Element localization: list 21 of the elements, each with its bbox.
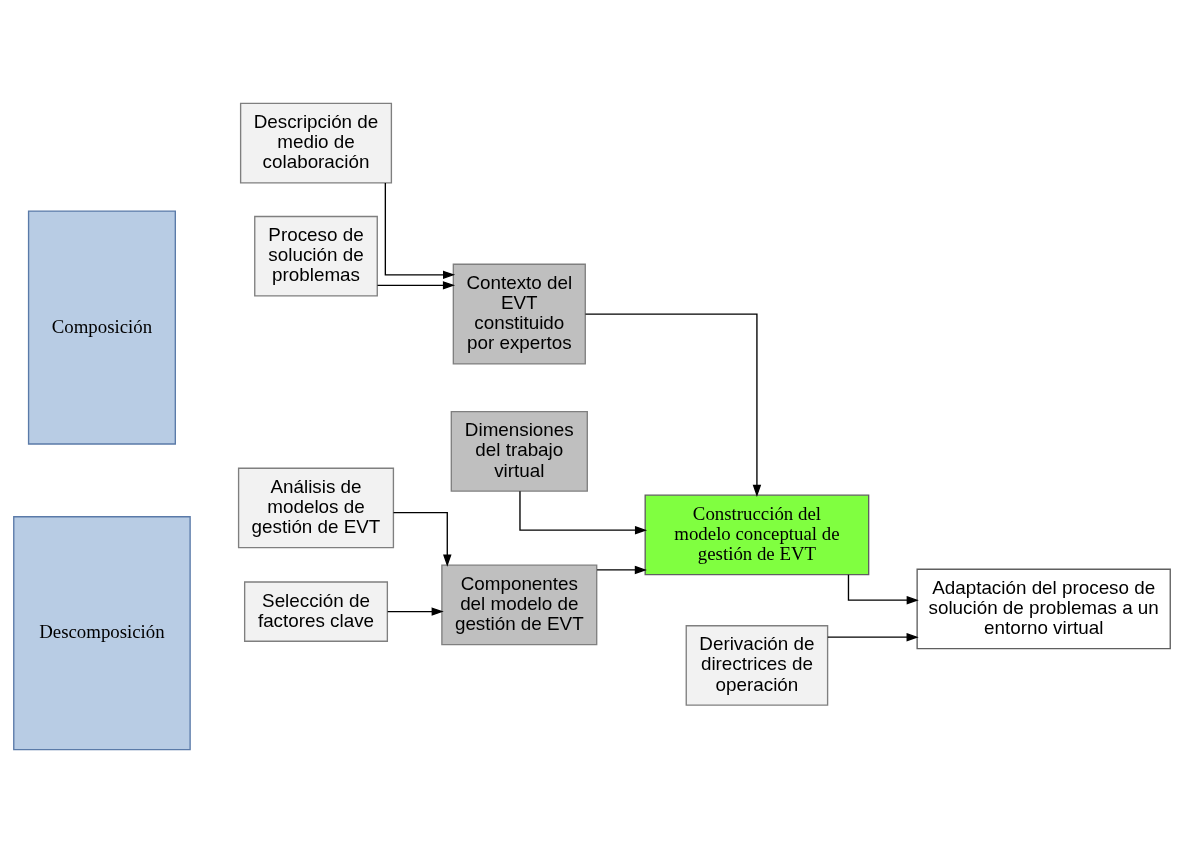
arrow bbox=[376, 280, 456, 290]
node-box: Selección de factores clave bbox=[243, 580, 389, 642]
arrow bbox=[387, 606, 444, 616]
arrow bbox=[392, 511, 452, 567]
arrow bbox=[827, 632, 919, 641]
arrow bbox=[584, 312, 762, 497]
node-box: Adaptación del proceso de solución de problemas a un entorno virtual bbox=[916, 568, 1171, 649]
node-box: Derivación de directrices de operación bbox=[685, 624, 829, 706]
node-box: Composición bbox=[27, 209, 176, 445]
arrow bbox=[847, 573, 919, 604]
node-box: Contexto del EVT constituido por expertos bbox=[452, 263, 586, 365]
node-box: Descomposición bbox=[13, 515, 191, 750]
node-box: Construcción del modelo conceptual de gestión de EVT bbox=[644, 494, 870, 575]
arrow bbox=[384, 181, 456, 279]
node-box: Dimensiones del trabajo virtual bbox=[450, 410, 588, 492]
node-box: Componentes del modelo de gestión de EVT bbox=[441, 564, 598, 645]
node-box: Proceso de solución de problemas bbox=[254, 215, 378, 297]
node-box: Descripción de medio de colaboración bbox=[239, 102, 393, 183]
arrow bbox=[519, 490, 648, 534]
arrow bbox=[596, 565, 647, 574]
node-box: Análisis de modelos de gestión de EVT bbox=[237, 467, 395, 548]
